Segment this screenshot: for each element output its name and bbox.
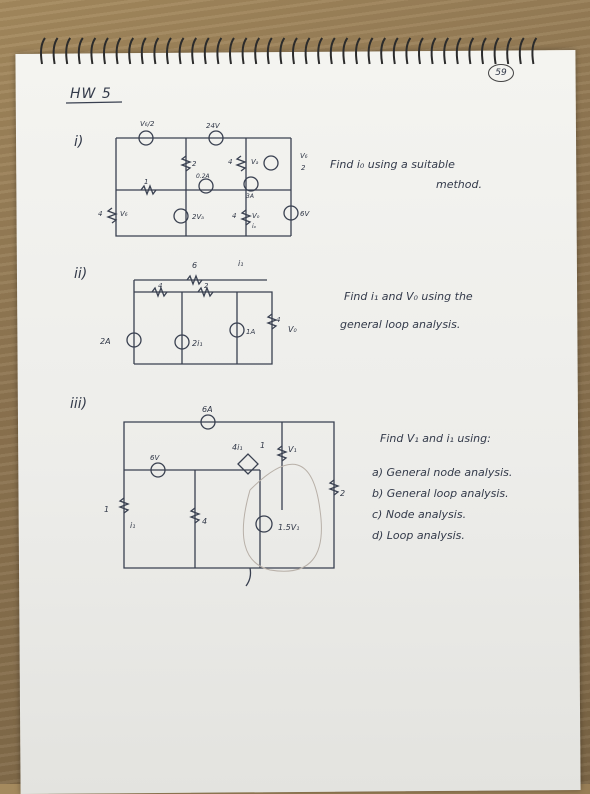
list-item-d: d) Loop analysis.: [372, 529, 465, 542]
spiral-coil: [166, 37, 172, 65]
c1-vb: V₆: [120, 210, 128, 218]
spiral-coil: [254, 37, 261, 65]
circuit-3: 6A 6V 1 i₁ 4 4i₁ 1 V₁ 1.5V₁ 2: [104, 405, 345, 587]
list-item-c: c) Node analysis.: [372, 508, 467, 521]
c3-r1: 1: [104, 505, 109, 514]
c1-3a: 3A: [246, 193, 254, 200]
spiral-coil: [430, 37, 437, 65]
spiral-coil: [493, 37, 500, 65]
list-item-a: a) General node analysis.: [372, 466, 513, 479]
spiral-coil: [229, 37, 235, 65]
c1-half: 2: [301, 164, 306, 172]
spiral-coil: [481, 37, 487, 65]
c1-vb-over-2: V₆/2: [140, 120, 155, 128]
spiral-coil: [329, 37, 336, 65]
c1-24v: 24V: [206, 122, 221, 130]
spiral-coil: [140, 37, 147, 65]
spiral-coil: [266, 37, 273, 65]
c2-2a: 2A: [100, 337, 111, 346]
spiral-coil: [443, 37, 450, 65]
c2-r4: 4: [158, 282, 162, 290]
c2-r4o: 4: [276, 316, 280, 324]
page-number: 59: [488, 64, 514, 82]
problem-3-number: iii): [70, 396, 88, 412]
spiral-coil: [418, 37, 424, 65]
problem-3-task: Find V₁ and i₁ using:: [380, 432, 491, 445]
c3-i1: i₁: [130, 521, 135, 530]
spiral-coil: [367, 37, 374, 65]
title-underline: [65, 101, 123, 104]
problem-1-number: i): [74, 134, 84, 150]
spiral-coil: [317, 37, 324, 65]
circuit-1: V₆/2 24V 2 1 4 Vₐ 0.2A 3A 4 V₆ 2Vₐ 4 Vₒ …: [98, 120, 310, 237]
spiral-coil: [65, 37, 72, 65]
spiral-coil: [392, 37, 399, 65]
spiral-coil: [405, 37, 412, 65]
spiral-coil: [90, 37, 97, 65]
problem-2-task: Find i₁ and V₀ using the: [344, 290, 473, 303]
c2-r6: 6: [192, 261, 197, 270]
spiral-binding: [40, 37, 538, 65]
spiral-coil: [216, 37, 223, 65]
spiral-coil: [153, 37, 160, 65]
c3-r4: 4: [202, 517, 207, 526]
c1-ic: iₒ: [252, 223, 257, 230]
c1-r4b: 4: [98, 210, 102, 218]
circuit-2: 6 i₁ 4 2 2A 2i₁ 1A 4 V₀: [100, 259, 297, 365]
spiral-coil: [77, 37, 84, 65]
spiral-coil: [380, 37, 387, 65]
c1-02a: 0.2A: [196, 173, 210, 180]
c1-r2: 2: [192, 160, 197, 168]
spiral-coil: [355, 37, 361, 65]
c3-r1b: 1: [260, 441, 265, 450]
spiral-coil: [103, 37, 109, 65]
c3-4i1: 4i₁: [232, 443, 243, 452]
spiral-coil: [518, 37, 525, 65]
spiral-coil: [531, 37, 538, 65]
problem-2-task-line2: general loop analysis.: [340, 318, 461, 331]
problem-3-list: a) General node analysis. b) General loo…: [372, 462, 512, 546]
spiral-coil: [455, 37, 462, 65]
spiral-coil: [279, 37, 286, 65]
spiral-coil: [178, 37, 185, 65]
c2-r2: 2: [204, 282, 209, 290]
c2-2i1: 2i₁: [192, 339, 203, 348]
c3-6v: 6V: [150, 454, 160, 462]
spiral-coil: [203, 37, 210, 65]
spiral-coil: [292, 37, 298, 65]
c1-r4a: 4: [228, 158, 232, 166]
c1-2va: 2Vₐ: [192, 213, 204, 221]
c3-r2: 2: [340, 489, 345, 498]
c1-va: Vₐ: [251, 158, 259, 166]
problem-1-task-line2: method.: [436, 178, 482, 191]
spiral-coil: [304, 37, 311, 65]
c2-1a: 1A: [246, 328, 255, 336]
spiral-coil: [115, 37, 122, 65]
problem-1-task: Find i₀ using a suitable: [330, 158, 455, 171]
c3-v1: V₁: [288, 445, 297, 454]
c2-vo: V₀: [288, 325, 297, 334]
homework-title: HW 5: [70, 86, 112, 102]
c3-15v1: 1.5V₁: [278, 523, 299, 532]
spiral-coil: [241, 37, 248, 65]
spiral-coil: [40, 37, 46, 65]
list-item-b: b) General loop analysis.: [372, 487, 509, 500]
c1-r4c: 4: [232, 212, 236, 220]
spiral-coil: [468, 37, 475, 65]
spiral-coil: [128, 37, 135, 65]
c1-r1: 1: [144, 178, 148, 186]
spiral-coil: [506, 37, 513, 65]
spiral-coil: [52, 37, 59, 65]
spiral-coil: [191, 37, 198, 65]
problem-2-number: ii): [74, 266, 88, 282]
c1-6v: 6V: [300, 210, 310, 218]
c1-vb2: V₆: [300, 152, 308, 160]
c1-vc: Vₒ: [252, 212, 260, 220]
c2-i1: i₁: [238, 259, 243, 268]
spiral-coil: [342, 37, 349, 65]
c3-6a: 6A: [202, 405, 213, 414]
